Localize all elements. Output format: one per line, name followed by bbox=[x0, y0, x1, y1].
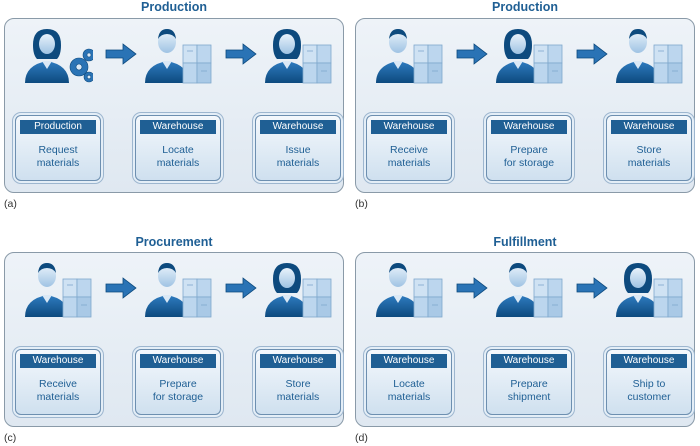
step-description-line: customer bbox=[627, 391, 671, 403]
step-description-line: Ship to bbox=[632, 378, 666, 390]
step-role-label: Production bbox=[20, 120, 96, 134]
step-role-label: Warehouse bbox=[611, 354, 687, 368]
step-role-label: Warehouse bbox=[611, 120, 687, 134]
step-description-line: shipment bbox=[507, 391, 551, 403]
step-description-line: Prepare bbox=[510, 378, 548, 390]
step-role-label: Warehouse bbox=[260, 354, 336, 368]
man-with-boxes-icon bbox=[23, 261, 93, 321]
step-description-line: materials bbox=[36, 157, 80, 169]
step-description-line: Prepare bbox=[510, 144, 548, 156]
panel-letter: (b) bbox=[355, 198, 368, 210]
step-description-line: materials bbox=[156, 157, 200, 169]
panel-title: Production bbox=[141, 0, 207, 14]
step-role-label: Warehouse bbox=[491, 120, 567, 134]
panel-letter: (d) bbox=[355, 432, 368, 444]
flow-arrow-icon bbox=[105, 43, 137, 65]
step-description-line: Receive bbox=[39, 378, 77, 390]
flow-arrow-icon bbox=[456, 277, 488, 299]
step-description-line: materials bbox=[387, 157, 431, 169]
step-description-line: Store bbox=[636, 144, 662, 156]
flow-arrow-icon bbox=[225, 277, 257, 299]
flow-arrow-icon bbox=[105, 277, 137, 299]
man-with-boxes-icon bbox=[374, 261, 444, 321]
step-description-line: materials bbox=[627, 157, 671, 169]
woman-with-boxes-icon bbox=[263, 261, 333, 321]
step-description-line: Locate bbox=[162, 144, 194, 156]
panel-letter: (c) bbox=[4, 432, 17, 444]
flow-arrow-icon bbox=[576, 277, 608, 299]
flow-arrow-icon bbox=[456, 43, 488, 65]
step-role-label: Warehouse bbox=[371, 120, 447, 134]
step-description-line: Prepare bbox=[159, 378, 197, 390]
step-description-line: Request bbox=[38, 144, 78, 156]
woman-with-gears-icon bbox=[23, 27, 93, 87]
step-role-label: Warehouse bbox=[20, 354, 96, 368]
man-with-boxes-icon bbox=[143, 261, 213, 321]
step-description-line: Receive bbox=[390, 144, 428, 156]
step-role-label: Warehouse bbox=[140, 120, 216, 134]
step-role-label: Warehouse bbox=[491, 354, 567, 368]
man-with-boxes-icon bbox=[374, 27, 444, 87]
woman-with-boxes-icon bbox=[614, 261, 684, 321]
woman-with-boxes-icon bbox=[494, 27, 564, 87]
step-description-line: for storage bbox=[152, 391, 204, 403]
step-description-line: materials bbox=[36, 391, 80, 403]
panel-letter: (a) bbox=[4, 198, 17, 210]
man-with-boxes-icon bbox=[614, 27, 684, 87]
man-with-boxes-icon bbox=[143, 27, 213, 87]
panel-title: Fulfillment bbox=[493, 235, 557, 249]
step-description-line: materials bbox=[276, 157, 320, 169]
step-description-line: Issue bbox=[285, 144, 311, 156]
step-role-label: Warehouse bbox=[140, 354, 216, 368]
flow-arrow-icon bbox=[225, 43, 257, 65]
step-description-line: materials bbox=[276, 391, 320, 403]
step-description-line: for storage bbox=[503, 157, 555, 169]
woman-with-boxes-icon bbox=[263, 27, 333, 87]
panel-title: Procurement bbox=[135, 235, 213, 249]
step-description-line: materials bbox=[387, 391, 431, 403]
step-role-label: Warehouse bbox=[260, 120, 336, 134]
panel-title: Production bbox=[492, 0, 558, 14]
man-with-boxes-icon bbox=[494, 261, 564, 321]
flow-arrow-icon bbox=[576, 43, 608, 65]
step-role-label: Warehouse bbox=[371, 354, 447, 368]
step-description-line: Locate bbox=[393, 378, 425, 390]
step-description-line: Store bbox=[285, 378, 311, 390]
